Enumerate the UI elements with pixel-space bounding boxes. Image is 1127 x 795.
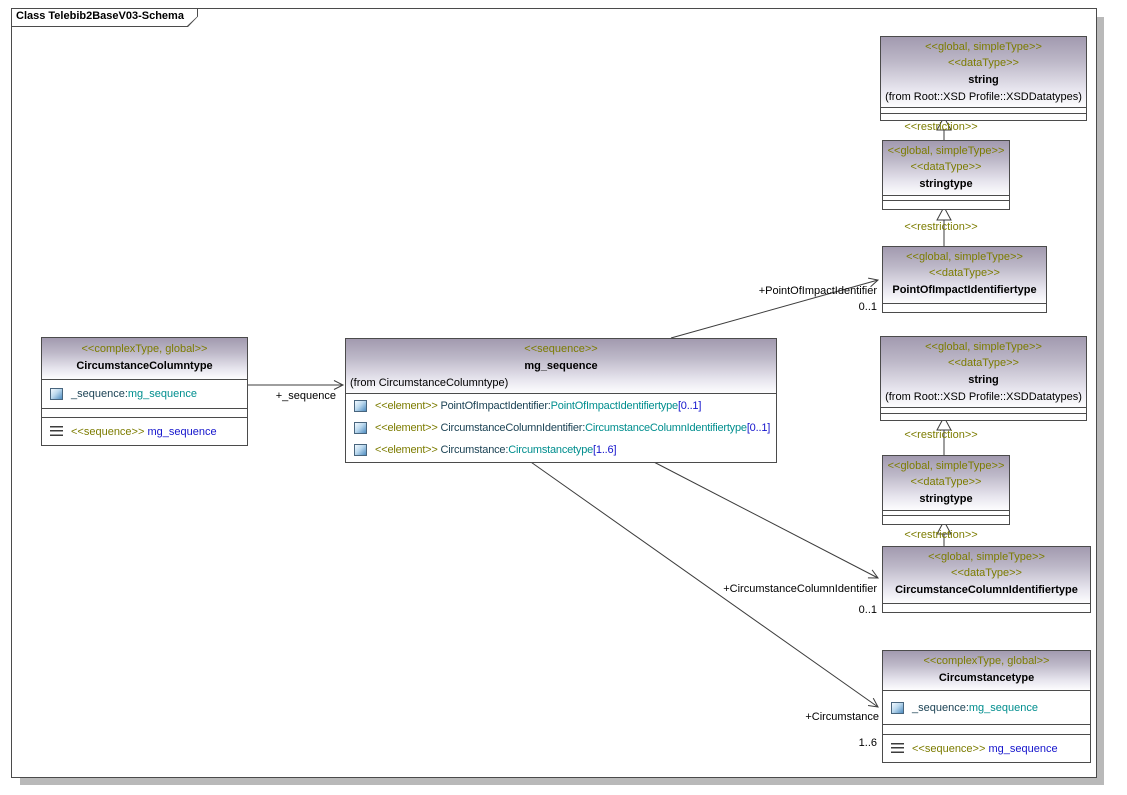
- operation-row: <<sequence>> mg_sequence: [883, 734, 1090, 762]
- restriction-stereotype-label: <<restriction>>: [904, 529, 978, 541]
- restriction-stereotype-label: <<restriction>>: [904, 221, 978, 233]
- stereotype-label: <<complexType, global>>: [923, 655, 1050, 667]
- role-label-point-of-impact: +PointOfImpactIdentifier: [758, 285, 877, 297]
- operation-icon: [891, 743, 904, 754]
- multiplicity-label: 0..1: [858, 301, 877, 313]
- element-text: <<element>> CircumstanceColumnIdentifier…: [375, 422, 771, 434]
- generalization-triangle-icon: [936, 415, 952, 431]
- element-row: <<element>> CircumstanceColumnIdentifier…: [346, 417, 776, 439]
- association-circumstance-column-identifier[interactable]: [649, 459, 879, 579]
- stereotype-label: <<dataType>>: [948, 357, 1019, 369]
- stereotype-label: <<global, simpleType>>: [925, 41, 1042, 53]
- element-row: <<element>> Circumstance:Circumstancetyp…: [346, 439, 776, 461]
- attribute-icon: [354, 422, 367, 434]
- stereotype-label: <<sequence>>: [524, 343, 598, 355]
- stereotype-label: <<dataType>>: [910, 476, 982, 488]
- attribute-icon: [891, 701, 904, 714]
- generalization-triangle-icon: [936, 115, 952, 131]
- operations-compartment: [881, 113, 1086, 120]
- class-from-note: (from Root::XSD Profile::XSDDatatypes): [885, 91, 1082, 103]
- element-row: <<element>> PointOfImpactIdentifier:Poin…: [346, 395, 776, 417]
- element-text: <<element>> PointOfImpactIdentifier:Poin…: [375, 400, 702, 412]
- attribute-icon: [50, 388, 63, 400]
- class-from-note: (from Root::XSD Profile::XSDDatatypes): [885, 391, 1082, 403]
- stereotype-label: <<global, simpleType>>: [887, 145, 1005, 157]
- class-box-stringtype-1[interactable]: <<global, simpleType>> <<dataType>> stri…: [882, 140, 1010, 210]
- class-name: mg_sequence: [524, 360, 598, 372]
- class-name: stringtype: [919, 178, 973, 190]
- association-circumstance[interactable]: [527, 459, 879, 708]
- attributes-compartment: [883, 303, 1046, 312]
- class-name: string: [968, 374, 999, 386]
- stereotype-label: <<global, simpleType>>: [928, 551, 1045, 563]
- class-box-circumstancecolumnidentifiertype[interactable]: <<global, simpleType>> <<dataType>> Circ…: [882, 546, 1091, 613]
- stereotype-label: <<dataType>>: [929, 267, 1000, 279]
- restriction-stereotype-label: <<restriction>>: [904, 121, 978, 133]
- stereotype-label: <<global, simpleType>>: [925, 341, 1042, 353]
- empty-compartment: [42, 408, 247, 417]
- stereotype-label: <<complexType, global>>: [81, 343, 208, 355]
- role-label-circumstance-column-identifier: +CircumstanceColumnIdentifier: [723, 583, 877, 595]
- restriction-stereotype-label: <<restriction>>: [904, 429, 978, 441]
- class-name: stringtype: [919, 493, 973, 505]
- class-box-string-1[interactable]: <<global, simpleType>> <<dataType>> stri…: [880, 36, 1087, 121]
- attributes-compartment: [881, 407, 1086, 413]
- attributes-compartment: [883, 603, 1090, 612]
- operations-compartment: [883, 515, 1009, 524]
- class-name: Circumstancetype: [938, 672, 1035, 684]
- class-box-circumstancetype[interactable]: <<complexType, global>> Circumstancetype…: [882, 650, 1091, 763]
- attribute-text: _sequence:mg_sequence: [71, 388, 197, 400]
- attributes-compartment: [883, 510, 1009, 515]
- stereotype-label: <<global, simpleType>>: [887, 460, 1005, 472]
- role-label-circumstance: +Circumstance: [805, 711, 879, 723]
- class-name: PointOfImpactIdentifiertype: [892, 284, 1037, 296]
- attributes-compartment: [883, 195, 1009, 200]
- stereotype-label: <<dataType>>: [910, 161, 982, 173]
- element-text: <<element>> Circumstance:Circumstancetyp…: [375, 444, 617, 456]
- attribute-row: _sequence:mg_sequence: [42, 379, 247, 408]
- class-name: CircumstanceColumnIdentifiertype: [895, 584, 1078, 596]
- attribute-text: _sequence:mg_sequence: [912, 701, 1038, 714]
- multiplicity-label: 0..1: [858, 604, 877, 616]
- diagram-title: Class Telebib2BaseV03-Schema: [16, 10, 184, 22]
- stereotype-label: <<global, simpleType>>: [906, 251, 1023, 263]
- operations-compartment: [883, 200, 1009, 209]
- class-name: CircumstanceColumntype: [76, 360, 213, 372]
- diagram-title-tab: [11, 8, 198, 27]
- operation-text: <<sequence>> mg_sequence: [912, 742, 1058, 755]
- class-box-string-2[interactable]: <<global, simpleType>> <<dataType>> stri…: [880, 336, 1087, 421]
- class-name: string: [968, 74, 999, 86]
- association-point-of-impact-identifier[interactable]: [670, 277, 880, 339]
- attribute-icon: [354, 400, 367, 412]
- multiplicity-label: 1..6: [858, 737, 877, 749]
- generalization-triangle-icon: [936, 519, 952, 535]
- elements-compartment: <<element>> PointOfImpactIdentifier:Poin…: [346, 393, 776, 462]
- empty-compartment: [883, 724, 1090, 734]
- role-label-sequence: +_sequence: [275, 390, 336, 402]
- operation-icon: [50, 426, 63, 437]
- generalization-triangle-icon: [936, 205, 952, 221]
- attributes-compartment: [881, 107, 1086, 113]
- class-box-stringtype-2[interactable]: <<global, simpleType>> <<dataType>> stri…: [882, 455, 1010, 525]
- class-box-mg-sequence[interactable]: <<sequence>> mg_sequence (from Circumsta…: [345, 338, 777, 463]
- class-from-note: (from CircumstanceColumntype): [350, 377, 509, 389]
- class-box-pointofimpactidentifiertype[interactable]: <<global, simpleType>> <<dataType>> Poin…: [882, 246, 1047, 313]
- attribute-icon: [354, 444, 367, 456]
- operations-compartment: [881, 413, 1086, 420]
- attribute-row: _sequence:mg_sequence: [883, 690, 1090, 724]
- stereotype-label: <<dataType>>: [951, 567, 1022, 579]
- operation-row: <<sequence>> mg_sequence: [42, 417, 247, 445]
- operation-text: <<sequence>> mg_sequence: [71, 425, 217, 438]
- class-box-circumstancecolumntype[interactable]: <<complexType, global>> CircumstanceColu…: [41, 337, 248, 446]
- stereotype-label: <<dataType>>: [948, 57, 1019, 69]
